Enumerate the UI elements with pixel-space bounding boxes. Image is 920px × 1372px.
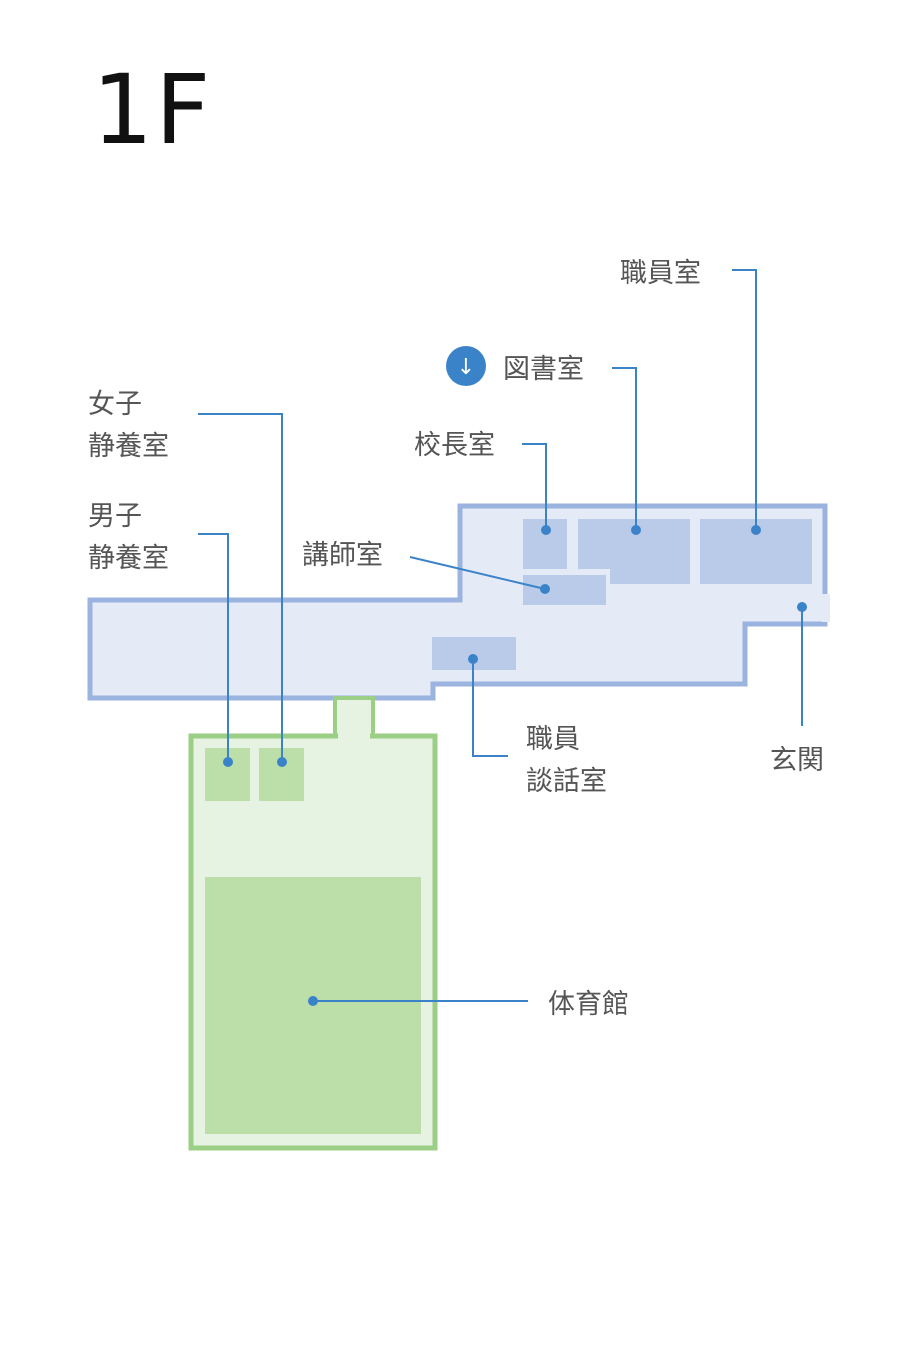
dot-danshi — [223, 757, 233, 767]
dot-shokuin-danwa — [468, 654, 478, 664]
down-arrow-glyph: ↓ — [457, 355, 475, 380]
label-kochoshitsu: 校長室 — [414, 430, 495, 461]
label-shokuinshitsu: 職員室 — [620, 258, 701, 289]
dot-toshoshitsu — [631, 525, 641, 535]
leader-shokuinshitsu — [732, 269, 757, 530]
label-genkan: 玄関 — [770, 745, 824, 776]
label-danshi-line1: 男子 — [88, 501, 142, 532]
label-toshoshitsu: 図書室 — [503, 354, 584, 385]
label-joshi-line2: 静養室 — [88, 431, 169, 462]
dot-taiikukan — [308, 996, 318, 1006]
leader-koshishitsu — [409, 556, 546, 590]
leader-kochoshitsu — [522, 443, 547, 530]
dot-joshi — [277, 757, 287, 767]
dot-genkan — [797, 602, 807, 612]
leader-danshi — [198, 533, 229, 762]
room-koshishitsu — [523, 575, 606, 605]
label-taiikukan: 体育館 — [548, 989, 629, 1020]
label-shokuin-danwa-line1: 職員 — [526, 724, 580, 755]
label-danshi-line2: 静養室 — [88, 543, 169, 574]
label-shokuin-danwa-line2: 談話室 — [526, 766, 607, 797]
floor-title: 1F — [92, 54, 213, 166]
dot-kochoshitsu — [541, 525, 551, 535]
connector-inner — [338, 730, 370, 742]
label-koshishitsu: 講師室 — [302, 540, 383, 571]
leader-toshoshitsu — [612, 367, 637, 530]
leader-joshi — [198, 413, 283, 762]
leader-shokuin-danwa — [472, 659, 508, 757]
entrance-gap — [822, 594, 830, 622]
room-toshoshitsu — [578, 519, 690, 584]
dot-shokuinshitsu — [751, 525, 761, 535]
label-joshi-line1: 女子 — [88, 389, 142, 420]
down-arrow-icon — [446, 346, 486, 386]
toshoshitsu-stair-marker[interactable]: ↓ — [446, 346, 486, 386]
dot-koshishitsu — [540, 584, 550, 594]
